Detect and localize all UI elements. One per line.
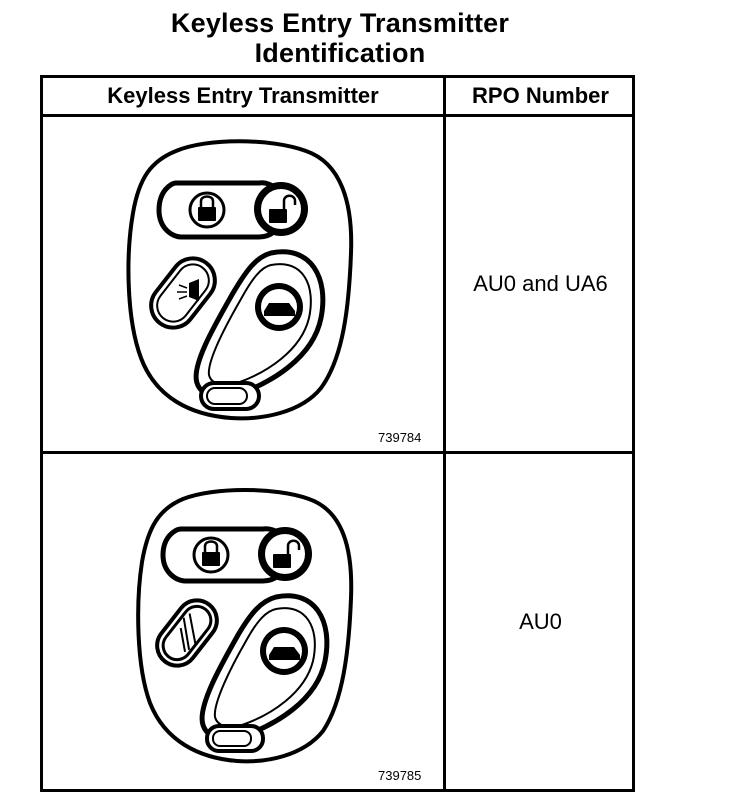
header-rpo-number: RPO Number xyxy=(472,83,609,108)
key-ring-slot xyxy=(205,724,265,753)
transmitter-fob-illustration xyxy=(126,139,354,421)
page-subtitle: Identification xyxy=(254,38,426,68)
figure-number: 739785 xyxy=(378,768,422,783)
header-transmitter: Keyless Entry Transmitter xyxy=(107,83,379,108)
header-divider xyxy=(43,114,632,117)
column-divider xyxy=(443,78,446,789)
trunk-release-icon xyxy=(260,627,308,675)
transmitter-fob-illustration xyxy=(136,488,354,764)
rpo-value: AU0 and UA6 xyxy=(473,271,608,296)
identification-table: Keyless Entry Transmitter RPO Number xyxy=(40,75,635,792)
unlock-icon xyxy=(258,527,312,581)
unlock-icon xyxy=(254,182,308,236)
rpo-value: AU0 xyxy=(519,609,562,634)
row-divider xyxy=(43,451,632,454)
blank-button xyxy=(155,598,219,668)
page-title: Keyless Entry Transmitter xyxy=(170,8,510,38)
panic-button xyxy=(149,256,217,330)
trunk-release-icon xyxy=(255,283,303,331)
key-ring-slot xyxy=(199,381,261,411)
figure-number: 739784 xyxy=(378,430,422,445)
panic-horn-icon xyxy=(177,279,199,301)
lock-icon xyxy=(188,191,226,229)
lock-icon xyxy=(192,536,230,574)
